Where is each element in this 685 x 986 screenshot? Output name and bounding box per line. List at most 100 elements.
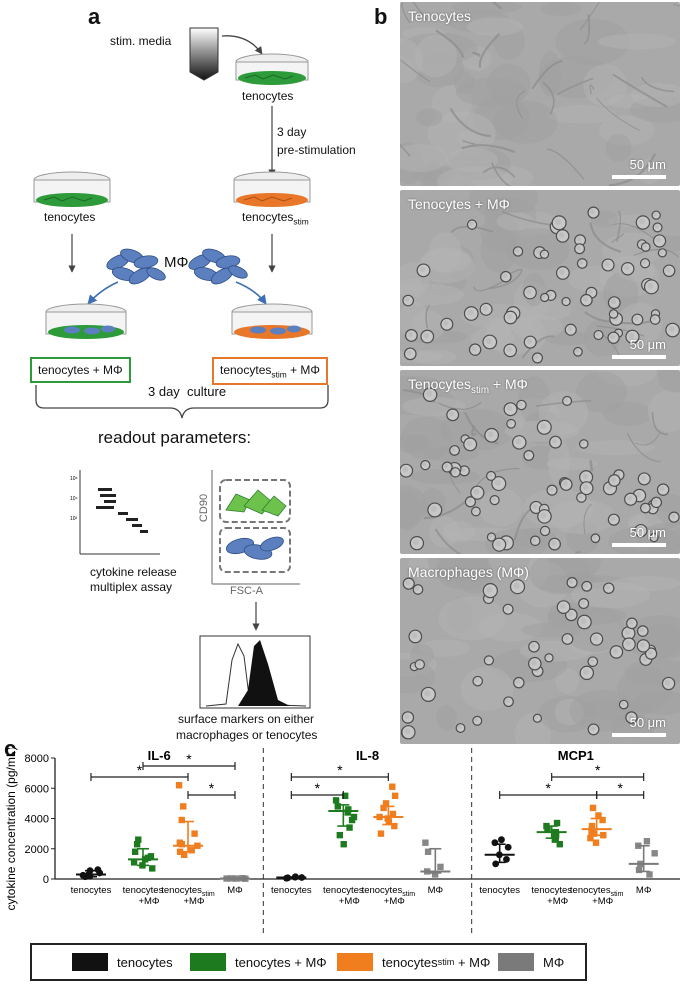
fibroblast-process [478, 33, 501, 68]
fibroblast-process [501, 210, 555, 227]
stim-media-label: stim. media [110, 34, 172, 48]
fibroblast-process [462, 140, 476, 145]
cell-nucleus [610, 516, 616, 522]
cell-nucleus [457, 725, 462, 729]
cell-nucleus [411, 663, 416, 668]
scale-bar-text: 50 μm [629, 337, 666, 352]
cell-nucleus [504, 606, 510, 611]
cell-nucleus [548, 486, 554, 492]
fibroblast-process [516, 90, 526, 119]
micrograph-tenocytes: Tenocytes 50 μm [400, 2, 680, 186]
cell-nucleus [624, 629, 631, 636]
cell-nucleus [534, 715, 539, 720]
cell-nucleus [407, 331, 413, 338]
texture-blob [438, 596, 506, 641]
fibroblast-process [434, 528, 462, 554]
data-point [599, 816, 606, 824]
panel-c-letter: c [4, 736, 17, 761]
micrograph-label: Tenocytes + MΦ [408, 196, 510, 212]
group-title: IL-8 [356, 748, 379, 763]
histogram-plot [199, 635, 311, 709]
tenocytes-top-label: tenocytes [242, 89, 294, 103]
cell-nucleus [535, 248, 542, 255]
x-tick-label: tenocytesstim [161, 885, 215, 898]
y-axis-label: cytokine concentration (pg/mL) [4, 748, 18, 911]
data-point [424, 848, 432, 855]
cell-nucleus [626, 495, 633, 501]
cell-nucleus [402, 466, 409, 473]
data-point [350, 813, 358, 821]
texture-blob [411, 349, 457, 365]
cell-nucleus [422, 462, 427, 467]
data-point [595, 812, 602, 819]
fibroblast-process [673, 3, 680, 7]
cell-nucleus [540, 512, 547, 519]
fibroblast-process [471, 424, 477, 436]
cell-nucleus [525, 452, 530, 457]
x-tick-label: MΦ [227, 885, 243, 896]
data-point [175, 782, 183, 789]
cell-nucleus [506, 405, 513, 412]
cell-nucleus [541, 294, 546, 299]
cell-nucleus [653, 499, 658, 504]
cytokine-label-2: multiplex assay [90, 580, 173, 594]
x-tick-label: +MΦ [183, 896, 204, 907]
cell-nucleus [491, 497, 496, 502]
fibroblast-process [464, 412, 499, 445]
legend-swatch [337, 953, 373, 971]
micrograph-macrophages: Macrophages (MΦ) 50 μm [400, 558, 680, 744]
fibroblast-process [401, 2, 411, 24]
cell-nucleus [515, 438, 522, 445]
dish-top [235, 53, 309, 85]
cell-nucleus [639, 642, 646, 648]
texture-blob [583, 64, 627, 107]
y-tick-label: 8000 [25, 753, 49, 765]
cell-nucleus [514, 248, 520, 253]
data-point [377, 830, 385, 837]
data-point [178, 816, 185, 824]
data-point [178, 841, 185, 848]
data-point [340, 841, 347, 848]
data-point [180, 803, 187, 810]
macrophage-cluster-right [188, 248, 248, 285]
cell-nucleus [530, 643, 536, 649]
y-tick-label: 2000 [25, 844, 49, 856]
cell-nucleus [515, 679, 521, 684]
fibroblast-process [589, 222, 622, 253]
cell-nucleus [426, 390, 433, 397]
fibroblast-process [531, 60, 563, 90]
cell-nucleus [588, 289, 593, 295]
cell-nucleus [508, 420, 513, 425]
data-point [588, 828, 595, 836]
x-tick-label: +MΦ [592, 896, 613, 907]
data-point [382, 800, 390, 807]
significance-star: * [545, 780, 551, 796]
svg-text:10²: 10² [70, 516, 78, 522]
cell-nucleus [604, 261, 610, 267]
significance-star: * [617, 780, 623, 796]
x-tick-label: tenocytes [271, 885, 312, 896]
significance-star: * [315, 780, 321, 796]
cell-nucleus [562, 480, 568, 487]
data-point [422, 839, 429, 846]
cell-nucleus [590, 209, 595, 215]
fibroblast-process [473, 280, 505, 292]
cell-nucleus [485, 337, 492, 345]
cell-nucleus [412, 539, 419, 546]
fibroblast-process [482, 166, 516, 178]
cell-nucleus [495, 540, 502, 547]
texture-blob [414, 34, 457, 78]
cell-nucleus [578, 494, 583, 499]
data-point [651, 850, 658, 857]
fibroblast-process [472, 51, 481, 57]
cell-nucleus [488, 534, 493, 538]
cell-nucleus [494, 479, 501, 486]
significance-star: * [337, 762, 343, 778]
macrophage-cluster-left [106, 248, 166, 285]
data-point [389, 810, 397, 818]
texture-blob [400, 144, 449, 173]
cell-nucleus [610, 476, 616, 483]
texture-blob [400, 659, 435, 694]
culture-label: 3 day culture [148, 384, 227, 399]
